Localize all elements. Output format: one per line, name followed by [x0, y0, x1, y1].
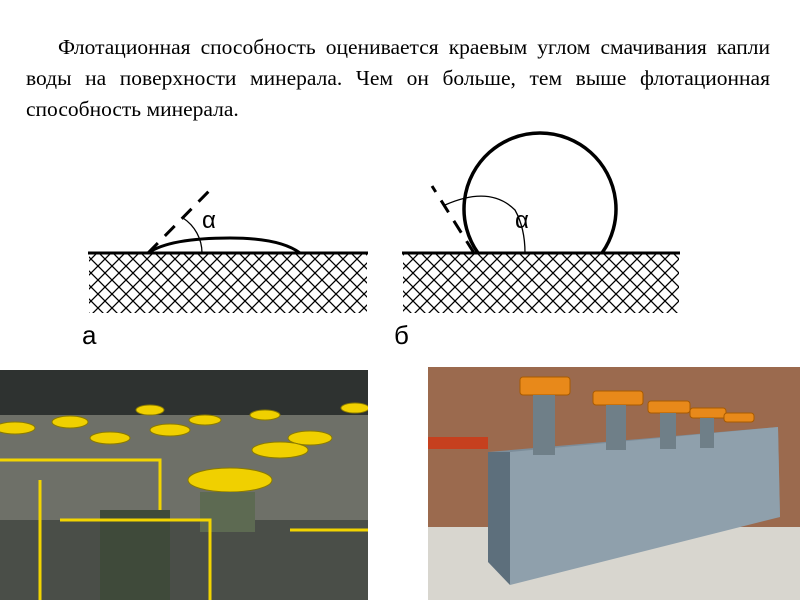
- mineral-surface-hatch: [403, 254, 679, 313]
- tangent-line: [430, 185, 476, 254]
- flat-drop: [147, 236, 301, 255]
- diagram-b: α: [402, 131, 680, 313]
- description-paragraph: Флотационная способность оценивается кра…: [26, 35, 770, 121]
- angle-label-b: α: [515, 207, 529, 234]
- diagram-a: α: [88, 183, 368, 313]
- diagram-label-b: б: [394, 320, 409, 350]
- angle-arc: [444, 195, 526, 254]
- round-drop: [462, 131, 618, 255]
- tangent-line: [146, 183, 217, 255]
- angle-arc: [182, 217, 203, 254]
- flotation-plant-photo: [0, 370, 368, 600]
- angle-label-a: α: [202, 207, 216, 234]
- diagram-label-a: а: [82, 320, 97, 350]
- mineral-surface-hatch: [89, 254, 367, 313]
- flotation-machine-photo: [428, 367, 800, 600]
